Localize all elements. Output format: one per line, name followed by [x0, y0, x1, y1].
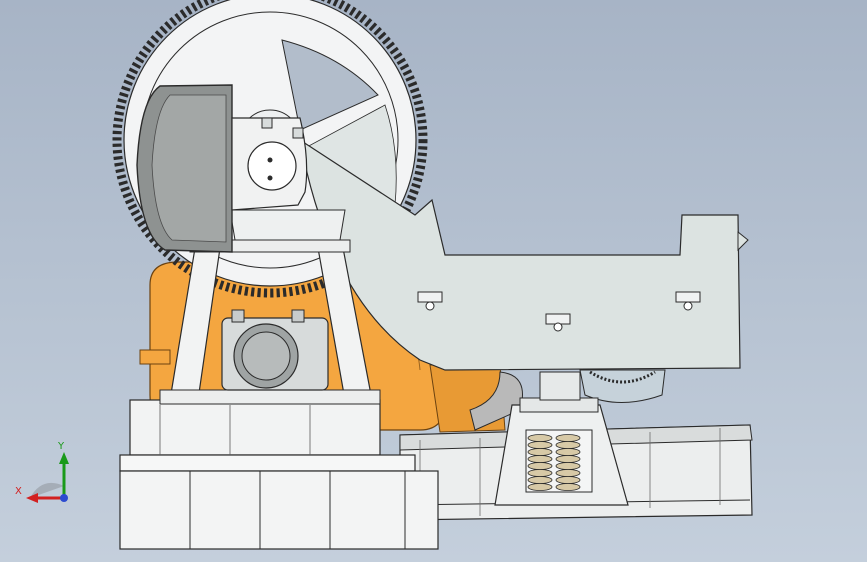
spring-coil [527, 476, 553, 484]
spring-coil [555, 483, 581, 491]
spring-coil [527, 448, 553, 456]
spring-coils [527, 434, 581, 491]
hopper-tray [299, 138, 749, 371]
spring-coil [527, 434, 553, 442]
spring-isolator [494, 371, 629, 506]
y-axis-label: Y [58, 441, 65, 452]
spring-coil [527, 462, 553, 470]
spring-coil [555, 448, 581, 456]
spring-coil [555, 441, 581, 449]
bearing-bracket [231, 117, 308, 211]
spring-coil [527, 483, 553, 491]
spring-coil [555, 476, 581, 484]
motor-housing [136, 84, 233, 253]
x-axis-label: X [15, 486, 22, 497]
pillow-block-bearing [221, 309, 329, 391]
spring-coil [555, 455, 581, 463]
flywheel-pulley [469, 369, 666, 431]
spring-coil [555, 462, 581, 470]
triad-graphic [26, 452, 69, 503]
spring-coil [527, 455, 553, 463]
spring-coil [555, 469, 581, 477]
base-frame [119, 399, 439, 550]
spring-coil [555, 434, 581, 442]
spring-coil [527, 441, 553, 449]
axis-triad: X Y [12, 438, 82, 508]
mounting-lugs [417, 291, 701, 332]
spring-coil [527, 469, 553, 477]
